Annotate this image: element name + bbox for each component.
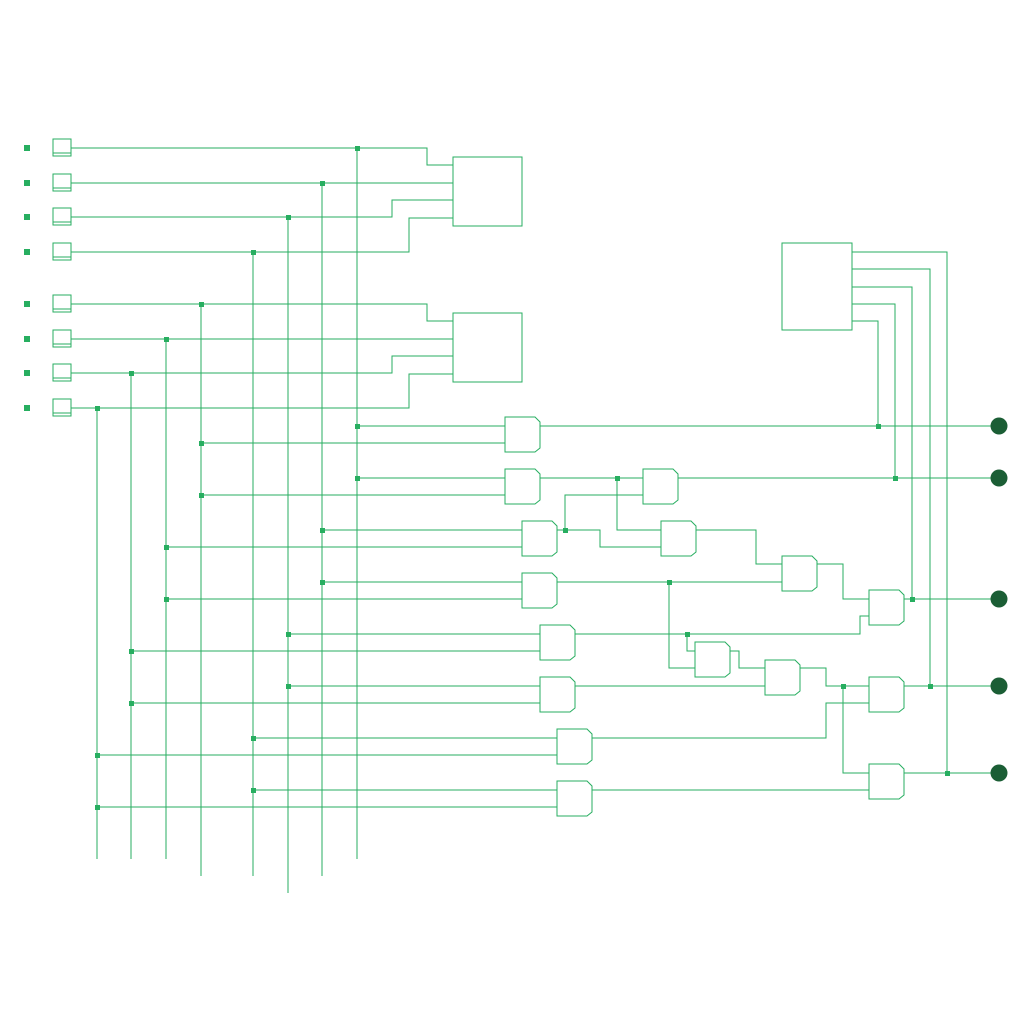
input-buffer-5 <box>52 294 72 313</box>
output-pin-2[interactable] <box>990 469 1008 487</box>
output-terminals <box>990 417 1008 782</box>
gate-g8[interactable] <box>556 780 593 817</box>
gate-g6[interactable] <box>539 676 576 713</box>
gate-g15[interactable] <box>868 676 905 713</box>
gate-g3[interactable] <box>521 520 558 557</box>
input-buffer-1 <box>52 138 72 157</box>
block-c[interactable] <box>781 242 853 331</box>
gate-g7[interactable] <box>556 728 593 765</box>
vertical-bus <box>96 148 358 893</box>
second-level-gates <box>642 468 905 800</box>
output-pin-3[interactable] <box>990 590 1008 608</box>
block-b[interactable] <box>452 312 523 383</box>
input-pin-1[interactable] <box>24 145 30 151</box>
gate-g10[interactable] <box>660 520 697 557</box>
input-pin-8[interactable] <box>24 405 30 411</box>
input-buffer-4 <box>52 242 72 261</box>
gate-g14[interactable] <box>868 589 905 626</box>
output-pin-5[interactable] <box>990 764 1008 782</box>
output-pin-4[interactable] <box>990 677 1008 695</box>
junction-dots <box>95 146 950 810</box>
input-buffer-8 <box>52 398 72 417</box>
input-buffer-6 <box>52 329 72 348</box>
gate-g13[interactable] <box>764 659 801 696</box>
output-pin-1[interactable] <box>990 417 1008 435</box>
input-buffer-2 <box>52 173 72 192</box>
input-pin-4[interactable] <box>24 249 30 255</box>
input-buffers <box>52 138 72 417</box>
gate-g16[interactable] <box>868 763 905 800</box>
gate-g2[interactable] <box>504 468 541 505</box>
input-pin-2[interactable] <box>24 180 30 186</box>
first-level-gates <box>504 416 593 817</box>
input-pin-5[interactable] <box>24 301 30 307</box>
gate-g12[interactable] <box>694 641 731 678</box>
block-a[interactable] <box>452 156 523 227</box>
gate-g1[interactable] <box>504 416 541 453</box>
gate-g4[interactable] <box>521 572 558 609</box>
input-buffer-3 <box>52 207 72 226</box>
input-buffer-7 <box>52 363 72 382</box>
gate-g11[interactable] <box>781 555 818 592</box>
input-pin-7[interactable] <box>24 370 30 376</box>
gate-g5[interactable] <box>539 624 576 661</box>
input-pins <box>24 145 30 411</box>
input-pin-3[interactable] <box>24 214 30 220</box>
block-c-wires <box>852 251 948 773</box>
gate-g9[interactable] <box>642 468 679 505</box>
gate-input-wires <box>97 425 557 808</box>
input-wires <box>71 147 453 409</box>
input-pin-6[interactable] <box>24 336 30 342</box>
